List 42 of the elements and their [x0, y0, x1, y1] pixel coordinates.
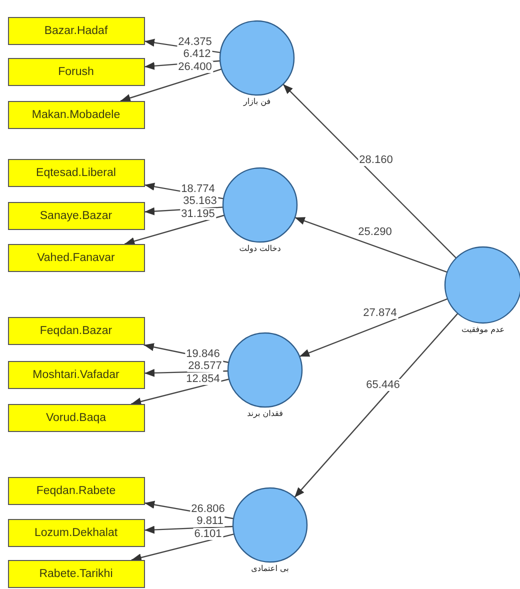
indicator-box: Moshtari.Vafadar	[8, 361, 144, 389]
edge-label: 6.101	[193, 528, 223, 540]
arrow	[294, 216, 448, 273]
arrow	[144, 526, 234, 534]
indicator-box: Forush	[8, 58, 144, 86]
edge-label: 6.412	[182, 48, 212, 60]
indicator-box: Feqdan.Bazar	[8, 317, 144, 345]
edge-label: 65.446	[365, 379, 401, 391]
edge-label: 26.400	[177, 61, 213, 73]
arrow	[294, 313, 458, 498]
indicator-box: Feqdan.Rabete	[8, 477, 144, 505]
arrow	[130, 378, 230, 406]
construct-label: فن بازار	[242, 97, 272, 106]
indicator-box: Eqtesad.Liberal	[8, 159, 144, 187]
indicator-box: Vahed.Fanavar	[8, 244, 144, 272]
edge-label: 9.811	[196, 515, 224, 527]
edge-label: 18.774	[180, 183, 216, 195]
construct-label: فقدان برند	[246, 409, 284, 418]
arrow	[282, 84, 457, 258]
arrow	[120, 68, 222, 102]
indicator-box: Bazar.Hadaf	[8, 17, 144, 45]
edge-label: 19.846	[185, 348, 221, 360]
indicator-box: Sanaye.Bazar	[8, 202, 144, 230]
edge-label: 31.195	[180, 208, 216, 220]
arrow	[299, 298, 448, 358]
edge-label: 35.163	[182, 195, 218, 207]
edge-label: 24.375	[177, 36, 213, 48]
indicator-box: Vorud.Baqa	[8, 404, 144, 432]
construct-label: عدم موفقیت	[460, 325, 506, 334]
indicator-box: Rabete.Tarikhi	[8, 560, 144, 588]
construct-label: بی اعتمادی	[250, 564, 290, 573]
edge-label: 28.160	[358, 154, 394, 166]
indicator-box: Lozum.Dekhalat	[8, 519, 144, 547]
arrow	[131, 533, 234, 562]
arrow	[124, 214, 225, 246]
edge-label: 28.577	[187, 360, 223, 372]
indicator-box: Makan.Mobadele	[8, 101, 144, 129]
edge-label: 27.874	[362, 307, 398, 319]
edge-label: 12.854	[185, 373, 221, 385]
edge-label: 26.806	[190, 503, 226, 515]
construct-label: دخالت دولت	[238, 244, 282, 253]
edge-label: 25.290	[357, 226, 393, 238]
